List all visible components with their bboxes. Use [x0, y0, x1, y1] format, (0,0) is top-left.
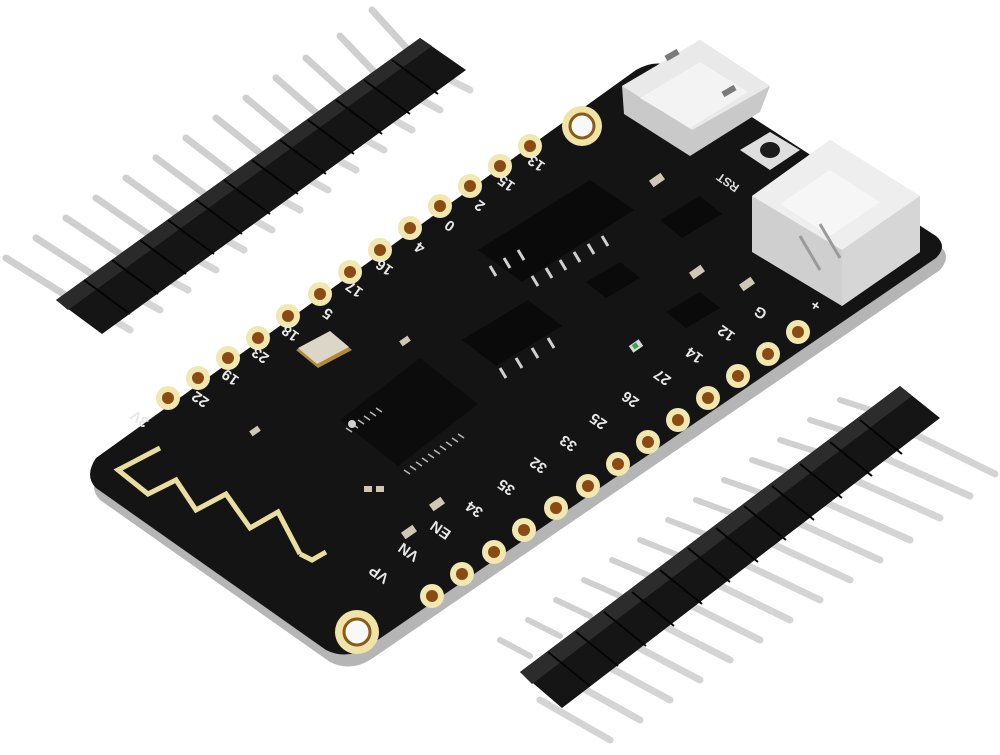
pin-label: 15 — [495, 171, 518, 194]
smd-components — [249, 172, 756, 540]
pin-header-right — [497, 386, 999, 744]
jst-battery-connector — [752, 140, 920, 306]
pin-header-left — [2, 6, 474, 334]
voltage-regulator — [462, 300, 562, 379]
pin-label: 19 — [219, 365, 242, 388]
pin-label: 12 — [715, 321, 738, 344]
mounting-hole-bottom — [335, 610, 379, 654]
pin-label: 25 — [587, 409, 610, 432]
pin-label: 27 — [651, 365, 674, 388]
reset-button — [740, 132, 800, 170]
right-pad-row — [420, 320, 810, 608]
left-pad-row — [156, 134, 542, 410]
pin-label: 13 — [525, 151, 548, 174]
pcb-antenna — [113, 445, 328, 563]
esp32-chip — [340, 358, 478, 475]
pin-label: 26 — [619, 387, 642, 410]
pin-label: 18 — [279, 321, 302, 344]
pin-label: 32 — [527, 453, 550, 476]
micro-usb-port — [622, 40, 770, 156]
pcb-board: 3V 22 19 23 18 5 17 16 4 0 2 15 13 VP VN… — [90, 40, 946, 667]
mounting-hole-top — [562, 106, 602, 146]
status-led — [628, 339, 644, 353]
crystal-oscillator — [296, 331, 352, 368]
pin-label: 23 — [249, 343, 272, 366]
pin-label: 33 — [557, 431, 580, 454]
usb-serial-chip — [478, 180, 634, 287]
pin-label: 17 — [343, 277, 366, 300]
pin-label: 16 — [373, 255, 396, 278]
pin-label: 22 — [189, 387, 212, 410]
pin-label: 35 — [495, 475, 518, 498]
